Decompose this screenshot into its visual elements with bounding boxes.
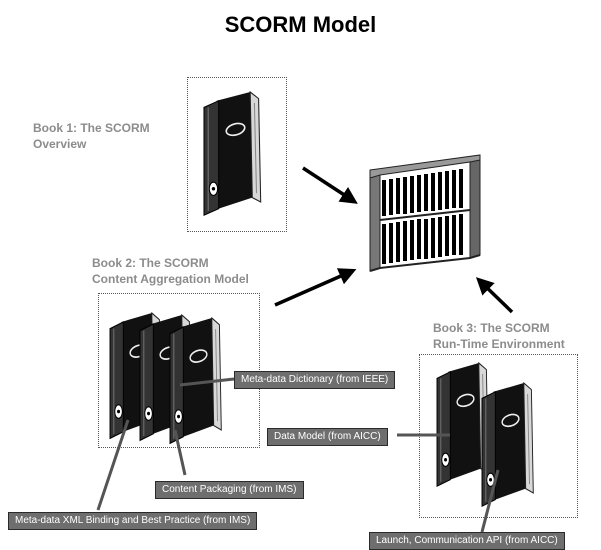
book3-binder-icon-1 [436,362,490,488]
book1-label-line2: Overview [33,137,87,151]
connector-metadata-dictionary [179,377,235,387]
book3-binder-icon-2 [481,382,535,508]
book3-label: Book 3: The SCORM Run-Time Environment [433,320,565,352]
callout-data-model: Data Model (from AICC) [267,428,388,446]
diagram-title: SCORM Model [224,12,377,37]
book1-binder-icon [203,91,262,217]
callout-xml-binding: Meta-data XML Binding and Best Practice … [8,512,258,530]
callout-content-packaging: Content Packaging (from IMS) [155,481,304,499]
book3-label-line2: Run-Time Environment [433,337,565,351]
bookshelf-icon [369,154,481,272]
book1-label: Book 1: The SCORM Overview [33,120,150,152]
connector-xml-binding [96,419,130,511]
connector-content-packaging [173,429,187,476]
connector-launch-api [480,469,500,533]
book1-box [187,77,287,232]
arrow-book3-to-shelf [475,277,514,314]
callout-metadata-dictionary: Meta-data Dictionary (from IEEE) [234,371,396,389]
callout-launch-api: Launch, Communication API (from AICC) [369,532,565,550]
arrow-book2-to-shelf [274,268,357,307]
arrow-book1-to-shelf [302,166,358,204]
book3-label-line1: Book 3: The SCORM [433,321,550,335]
book2-label-line2: Content Aggregation Model [92,272,249,286]
book2-label: Book 2: The SCORM Content Aggregation Mo… [92,255,249,287]
book1-label-line1: Book 1: The SCORM [33,121,150,135]
book2-label-line1: Book 2: The SCORM [92,256,209,270]
